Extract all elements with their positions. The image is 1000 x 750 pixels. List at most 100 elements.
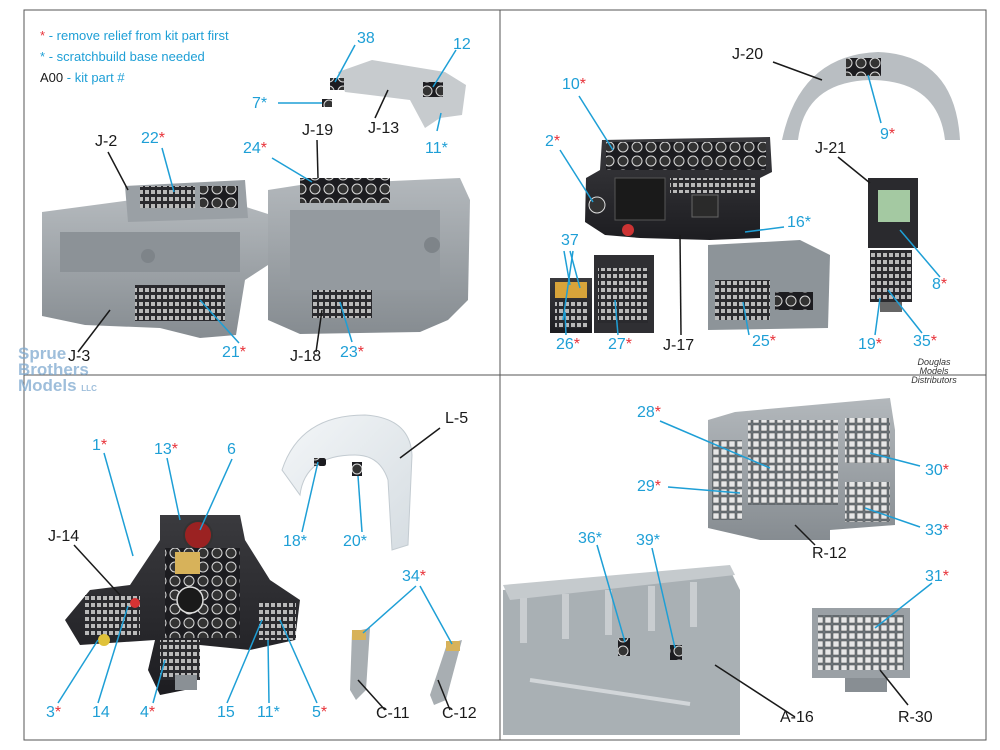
panel-24-photo <box>300 178 390 203</box>
kit-part-a16: A-16 <box>780 709 814 726</box>
callout-star: * <box>942 522 950 539</box>
part-j13-photo <box>322 60 466 128</box>
callout-star: * <box>148 704 156 721</box>
callout-star: * <box>300 533 308 550</box>
legend-blue-star: * - scratchbuild base needed <box>40 49 205 64</box>
main-panel-j14-photo <box>65 515 300 695</box>
callout-14: 14 <box>92 704 110 722</box>
callout-number: 6 <box>227 441 236 458</box>
callout-29: 29* <box>637 478 661 496</box>
side-panels-photo <box>550 240 830 333</box>
callout-number: 8 <box>932 276 941 293</box>
callout-16: 16* <box>787 214 811 232</box>
legend-kit-part-text: - kit part # <box>66 70 125 85</box>
callout-star: * <box>100 437 108 454</box>
callout-number: 12 <box>453 36 471 53</box>
kit-part-r30: R-30 <box>898 709 933 726</box>
callout-number: 35 <box>913 333 931 350</box>
callout-10: 10* <box>562 76 586 94</box>
brand-logo-line3: Distributors <box>911 375 957 385</box>
callout-leaders <box>57 44 941 704</box>
callout-number: 29 <box>637 478 655 495</box>
callout-1: 1* <box>92 437 107 455</box>
part-leaders <box>73 61 909 718</box>
callout-19: 19* <box>858 336 882 354</box>
part-a16-photo <box>503 565 740 735</box>
callout-number: 39 <box>636 532 654 549</box>
callout-36: 36* <box>578 530 602 548</box>
callout-28: 28* <box>637 404 661 422</box>
kit-part-j18: J-18 <box>290 348 322 365</box>
callout-12: 12 <box>453 36 471 54</box>
callout-number: 36 <box>578 530 596 547</box>
watermark-line3: Models <box>18 376 77 395</box>
kit-part-j19: J-19 <box>302 122 334 139</box>
callout-star: * <box>579 76 587 93</box>
instrument-panel-j17-photo <box>585 137 772 240</box>
watermark-line1: Sprue <box>18 344 67 363</box>
callout-star: * <box>158 130 166 147</box>
callout-3: 3* <box>46 704 61 722</box>
callout-star: * <box>804 214 812 231</box>
kit-part-l5: L-5 <box>445 410 469 427</box>
callout-30: 30* <box>925 462 949 480</box>
callout-star: * <box>360 533 368 550</box>
callout-9: 9* <box>880 126 895 144</box>
callout-number: 27 <box>608 336 626 353</box>
kit-part-j2: J-2 <box>95 133 118 150</box>
callout-20: 20* <box>343 533 367 551</box>
callout-24: 24* <box>243 140 267 158</box>
part-j20-photo <box>782 52 960 140</box>
callout-number: 16 <box>787 214 805 231</box>
panel-22-photo <box>140 186 195 208</box>
callout-26: 26* <box>556 336 580 354</box>
callout-11-bottom: 11* <box>257 704 280 722</box>
callout-star: * <box>942 462 950 479</box>
callout-number: 34 <box>402 568 420 585</box>
legend-kit-part-key: A00 <box>40 70 64 85</box>
callout-star: * <box>260 95 268 112</box>
legend-kit-part: A00 - kit part # <box>40 70 125 86</box>
callout-4: 4* <box>140 704 155 722</box>
callout-5: 5* <box>312 704 327 722</box>
callout-number: 24 <box>243 140 261 157</box>
panel-r30-photo <box>812 608 910 692</box>
callout-star: * <box>653 532 661 549</box>
callout-number: 38 <box>357 30 375 47</box>
callout-star: * <box>419 568 427 585</box>
callout-number: 21 <box>222 344 240 361</box>
callout-number: 3 <box>46 704 55 721</box>
callout-number: 15 <box>217 704 235 721</box>
callout-number: 4 <box>140 704 149 721</box>
watermark-line2: Brothers <box>18 360 89 379</box>
callout-6: 6 <box>227 441 236 459</box>
callout-star: * <box>320 704 328 721</box>
kit-part-j14: J-14 <box>48 528 80 545</box>
callout-star: * <box>940 276 948 293</box>
kit-part-r12: R-12 <box>812 545 847 562</box>
callout-number: 26 <box>556 336 574 353</box>
callout-number: 14 <box>92 704 110 721</box>
watermark: Sprue Brothers Models LLC <box>18 344 97 397</box>
callout-23: 23* <box>340 344 364 362</box>
callout-8: 8* <box>932 276 947 294</box>
brand-logo: Douglas Models Distributors <box>888 358 980 385</box>
callout-22: 22* <box>141 130 165 148</box>
callout-33: 33* <box>925 522 949 540</box>
callout-35: 35* <box>913 333 937 351</box>
callout-34: 34* <box>402 568 426 586</box>
callout-star: * <box>273 704 280 721</box>
callout-number: 25 <box>752 333 770 350</box>
callout-star: * <box>625 336 633 353</box>
panel-21-photo <box>135 285 225 321</box>
callout-star: * <box>942 568 950 585</box>
kit-part-j13: J-13 <box>368 120 400 137</box>
callout-13: 13* <box>154 441 178 459</box>
panel-7-photo <box>322 99 332 107</box>
callout-38: 38 <box>357 30 375 48</box>
watermark-suffix: LLC <box>81 384 97 393</box>
callout-number: 10 <box>562 76 580 93</box>
callout-11-top: 11* <box>425 140 448 158</box>
brand-logo-line2: Models <box>919 366 949 376</box>
